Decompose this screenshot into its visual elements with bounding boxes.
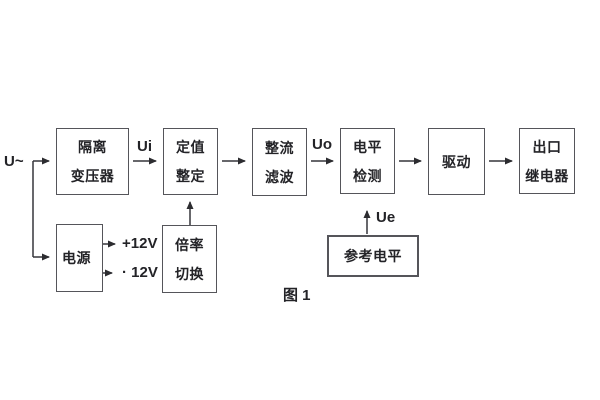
block-label: 驱动 [442, 153, 471, 170]
label-ui: Ui [137, 138, 152, 155]
block-label: 倍率 [175, 236, 204, 253]
block-level-detector: 电平 检测 [340, 128, 395, 194]
block-label: 出口 [532, 138, 562, 155]
block-power-supply: 电源 [56, 224, 103, 292]
label-input-voltage: U~ [4, 153, 24, 170]
block-driver: 驱动 [428, 128, 485, 195]
block-setpoint-adjust: 定值 整定 [163, 128, 218, 195]
block-label: 定值 [176, 139, 205, 155]
block-label: 电源 [62, 250, 91, 266]
block-label: 检测 [353, 167, 382, 184]
block-label: 参考电平 [344, 248, 402, 264]
label-ue: Ue [376, 209, 396, 226]
block-label: 电平 [353, 138, 382, 155]
block-label: 整定 [176, 168, 205, 184]
label-uo: Uo [312, 136, 332, 153]
label-minus-12v: · 12V [122, 264, 158, 281]
block-output-relay: 出口 继电器 [519, 128, 575, 194]
block-label: 继电器 [525, 167, 569, 184]
block-label: 滤波 [265, 168, 294, 185]
block-label: 切换 [175, 265, 204, 282]
block-isolation-transformer: 隔离 变压器 [56, 128, 129, 195]
block-reference-level: 参考电平 [327, 235, 419, 277]
figure-caption: 图 1 [283, 287, 311, 304]
block-ratio-switch: 倍率 切换 [162, 225, 217, 293]
block-rectifier-filter: 整流 滤波 [252, 128, 307, 196]
block-label: 整流 [265, 139, 294, 156]
block-label: 变压器 [70, 168, 115, 184]
block-label: 隔离 [78, 139, 107, 155]
label-plus-12v: +12V [122, 235, 158, 252]
